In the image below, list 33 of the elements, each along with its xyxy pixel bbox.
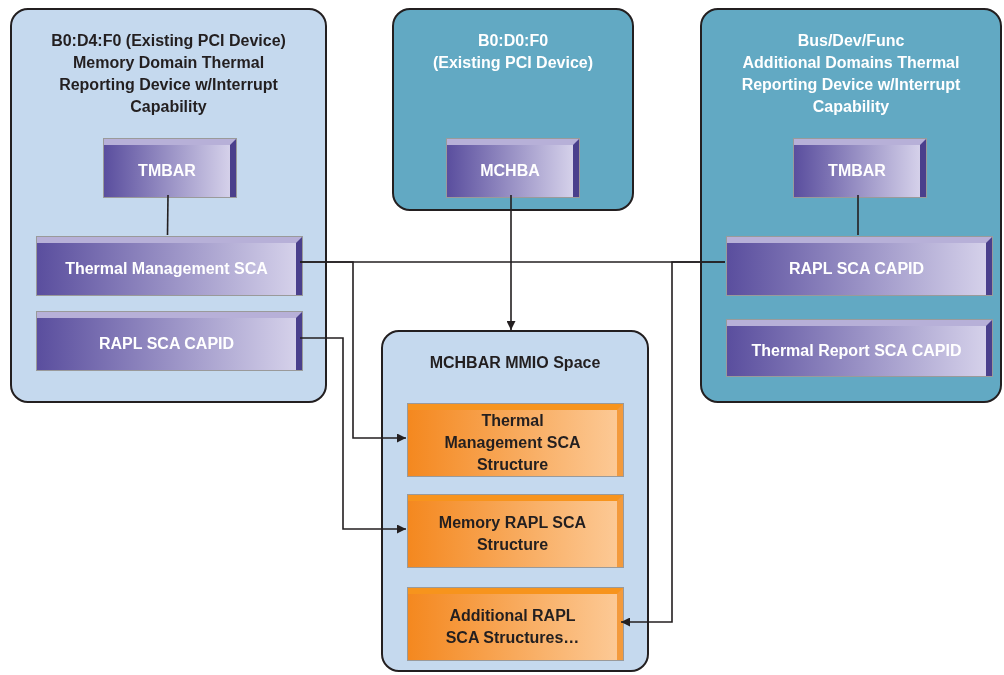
register-block: [37, 312, 302, 370]
block-label: RAPL SCA CAPID: [788, 259, 925, 279]
block-label: Thermal Management SCA: [65, 259, 268, 279]
panel-heading: B0:D4:F0 (Existing PCI Device): [51, 31, 286, 51]
device-panel: [700, 8, 1002, 403]
panel-heading: B0:D0:F0: [477, 31, 549, 51]
structure-block: [408, 495, 623, 567]
register-block: [727, 237, 992, 295]
register-block: [104, 139, 236, 197]
block-label: Memory RAPL SCA Structure: [437, 513, 588, 555]
register-block: [794, 139, 926, 197]
panel-heading: Memory Domain Thermal Reporting Device w/Interrupt Capability: [58, 53, 279, 117]
structure-block: [408, 588, 623, 660]
connector-arrow: [506, 194, 516, 331]
register-block: [37, 237, 302, 295]
panel-heading: Bus/Dev/Func: [797, 31, 905, 51]
panel-heading: MCHBAR MMIO Space: [429, 353, 601, 373]
panel-heading: (Existing PCI Device): [432, 53, 593, 73]
panel-heading: Additional Domains Thermal Reporting Device w/Interrupt Capability: [740, 53, 962, 117]
device-panel: [10, 8, 327, 403]
block-label: TMBAR: [138, 161, 196, 181]
block-label: TMBAR: [828, 161, 886, 181]
connector-arrow: [299, 337, 407, 534]
device-panel: [392, 8, 634, 211]
register-block: [447, 139, 579, 197]
block-label: MCHBA: [480, 161, 540, 181]
block-label: Thermal Management SCA Structure: [443, 411, 582, 475]
register-block: [727, 320, 992, 376]
block-label: Thermal Report SCA CAPID: [751, 341, 962, 361]
structure-block: [408, 404, 623, 476]
device-panel: [381, 330, 649, 672]
block-label: Additional RAPL SCA Structures…: [444, 606, 581, 648]
block-label: RAPL SCA CAPID: [98, 334, 235, 354]
